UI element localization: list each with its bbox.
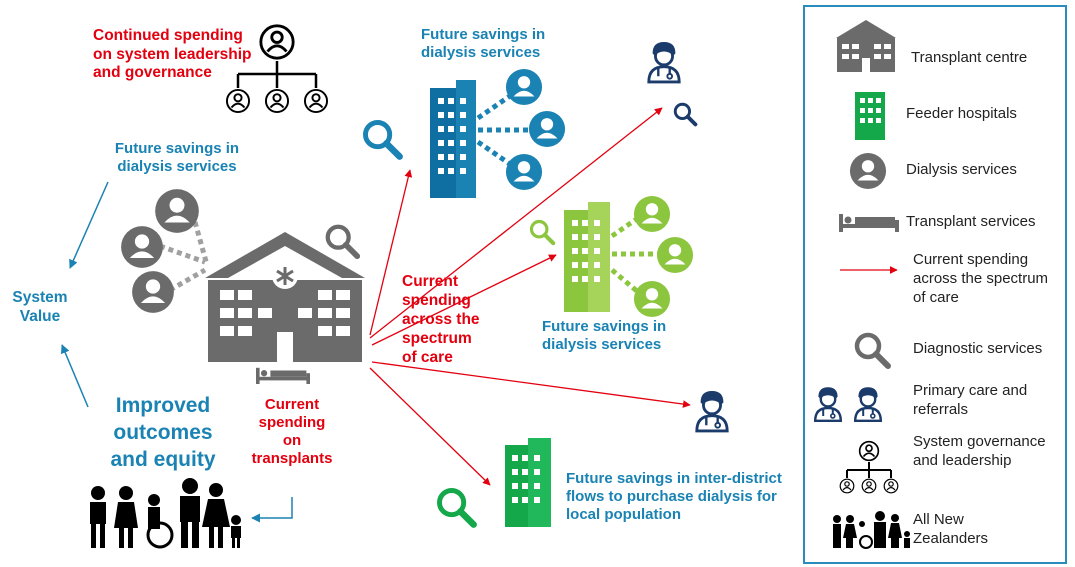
arrow-savings-to-value <box>69 181 109 269</box>
family-icon <box>90 478 241 549</box>
blue-hospital-cluster <box>366 68 566 198</box>
legend-dialysis-person-icon <box>849 152 887 190</box>
arrow-to-primary-care-bottom <box>371 361 691 408</box>
legend-box <box>803 5 1067 564</box>
legend-label-all-new-zealanders: All New Zealanders <box>913 511 989 547</box>
legend-magnifier-icon <box>857 335 888 366</box>
org-chart-icon <box>225 24 329 114</box>
future-savings-green-label: Future savings in dialysis services <box>542 318 667 353</box>
legend-label-dialysis-services: Dialysis services <box>906 161 1017 178</box>
magnifier-icon <box>440 491 474 525</box>
legend-doctors-icon <box>813 385 883 423</box>
dialysis-person-icon <box>633 280 671 318</box>
current-spending-mid-label: Current spending across the spectrum of … <box>402 273 480 366</box>
magnifier-icon <box>366 123 400 157</box>
future-savings-left-label: Future savings in dialysis services <box>114 140 240 175</box>
legend-label-primary-care: Primary care and referrals <box>913 382 1028 418</box>
future-savings-top-label: Future savings in dialysis services <box>421 26 546 61</box>
legend-org-chart-icon <box>839 440 899 494</box>
legend-label-current-spending: Current spending across the spectrum of … <box>913 251 1049 306</box>
green-hospital-cluster <box>532 195 694 318</box>
value-arrows <box>60 181 293 523</box>
dialysis-person-icon <box>505 68 543 106</box>
blue-feeder-hospital-icon <box>430 80 476 198</box>
arrow-to-blue-hospital <box>369 169 413 336</box>
legend-label-system-governance: System governance and leadership <box>913 433 1046 469</box>
red-spending-arrows <box>369 107 691 486</box>
dialysis-person-icon <box>132 271 174 313</box>
dialysis-person-icon <box>656 236 694 274</box>
legend-transplant-bed-icon <box>839 214 899 232</box>
arrow-outcomes-to-value <box>60 344 89 408</box>
current-spending-transplants-label: Current spending on transplants <box>251 396 333 467</box>
legend-label-transplant-centre: Transplant centre <box>911 49 1028 66</box>
doctor-icon <box>647 40 681 84</box>
dialysis-person-icon <box>633 195 671 233</box>
legend-transplant-centre-icon <box>836 20 896 72</box>
system-value-label: System Value <box>12 289 68 325</box>
magnifier-icon <box>328 227 357 256</box>
arrow-to-primary-care-top <box>369 107 663 339</box>
light-green-feeder-hospital-icon <box>564 202 610 312</box>
grey-dialysis-cluster <box>121 189 210 313</box>
continued-spending-label: Continued spending on system leadership … <box>93 27 252 82</box>
magnifier-icon <box>532 222 554 244</box>
magnifier-icon <box>673 102 698 127</box>
improved-outcomes-label: Improved outcomes and equity <box>110 394 216 471</box>
legend-label-transplant-services: Transplant services <box>906 213 1036 230</box>
dialysis-person-icon <box>155 189 199 233</box>
legend-family-icon <box>833 511 910 549</box>
arrow-transplants-to-people <box>251 497 293 523</box>
arrow-to-interdistrict-hospital <box>369 367 491 486</box>
dialysis-person-icon <box>528 110 566 148</box>
legend-label-feeder-hospitals: Feeder hospitals <box>906 105 1017 122</box>
transplant-centre-icon <box>205 232 365 362</box>
dialysis-person-icon <box>505 153 543 191</box>
dialysis-person-icon <box>121 226 163 268</box>
feeder-hospital-icon <box>505 438 551 527</box>
future-savings-interdistrict-label: Future savings in inter-district flows t… <box>566 470 782 523</box>
transplant-bed-icon <box>256 367 310 384</box>
legend-feeder-hospital-icon <box>855 92 885 140</box>
arrow-to-green-hospital <box>371 254 557 346</box>
legend-label-diagnostic-services: Diagnostic services <box>913 340 1043 357</box>
doctor-icon <box>695 389 729 433</box>
